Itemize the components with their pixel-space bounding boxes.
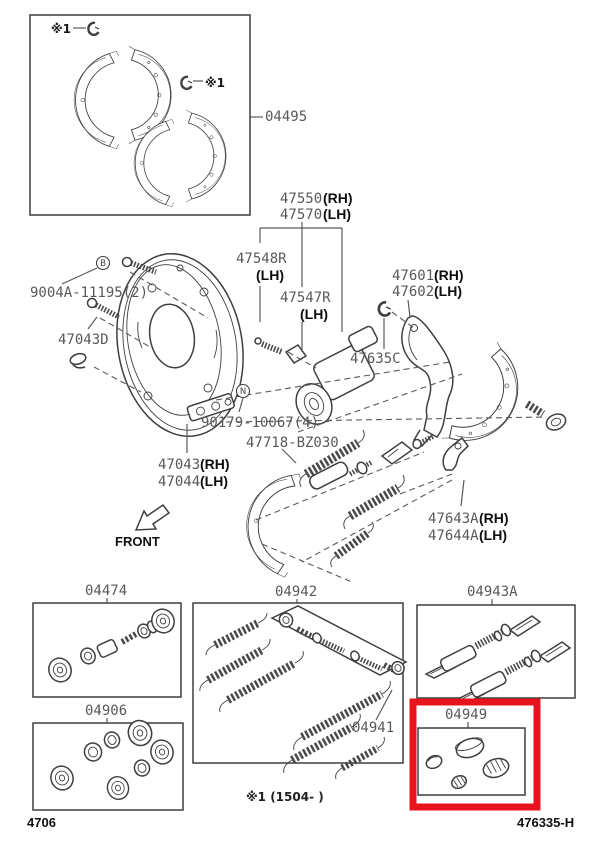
ref-mark-1b: ※1 <box>205 76 225 90</box>
callout-47602[interactable]: 47602 <box>392 284 434 300</box>
callout-47643A-side: (RH) <box>479 510 509 526</box>
callout-47547R[interactable]: 47547R <box>280 290 331 306</box>
assembly-guide-lines <box>93 271 547 583</box>
callout-47570-side: (LH) <box>323 206 351 222</box>
callout-47043[interactable]: 47043 <box>158 457 200 473</box>
adjuster-strut-drawing <box>299 400 567 568</box>
callout-04495[interactable]: 04495 <box>265 109 307 125</box>
left-shoe-drawing <box>239 467 302 579</box>
callout-04949[interactable]: 04949 <box>445 707 487 723</box>
callout-47043D[interactable]: 47043D <box>58 332 109 348</box>
callout-47644A[interactable]: 47644A <box>428 528 479 544</box>
shoe-clip-icon <box>87 21 101 37</box>
brake-shoe-kit-box <box>29 14 263 216</box>
highlight-box-04949 <box>409 698 541 811</box>
callout-47043-side: (RH) <box>200 456 230 472</box>
callout-04943A[interactable]: 04943A <box>467 584 518 600</box>
callout-47548R[interactable]: 47548R <box>236 251 287 267</box>
callout-04941[interactable]: 04941 <box>352 720 394 736</box>
backing-plate-drawing <box>116 253 244 437</box>
kit-box-04906 <box>32 716 184 811</box>
callout-90179-10067[interactable]: 90179-10067(4) <box>201 415 319 431</box>
parking-lever-drawing <box>401 315 454 448</box>
callout-47550[interactable]: 47550 <box>280 191 322 207</box>
mounting-bolts-drawing <box>69 256 157 369</box>
marker-b-circle <box>95 255 111 271</box>
front-direction-arrow-icon <box>134 503 171 531</box>
callout-47718-BZ030[interactable]: 47718-BZ030 <box>246 435 339 451</box>
callout-47547R-side: (LH) <box>300 306 328 322</box>
page-code-left: 4706 <box>27 815 56 830</box>
marker-n-circle <box>235 383 251 399</box>
callout-04474[interactable]: 04474 <box>85 583 127 599</box>
kit-box-04474 <box>32 602 182 698</box>
kit-box-04949 <box>417 727 526 796</box>
callout-47601-side: (RH) <box>434 267 464 283</box>
e-clip-47635C-icon <box>377 301 392 317</box>
callout-leader-lines <box>61 222 493 728</box>
callout-47548R-side: (LH) <box>256 267 284 283</box>
callout-47635C[interactable]: 47635C <box>350 351 401 367</box>
callout-47644A-side: (LH) <box>479 527 507 543</box>
callout-9004A-11195[interactable]: 9004A-11195(2) <box>30 285 148 301</box>
marker-b: B <box>100 259 106 269</box>
front-label: FRONT <box>115 534 160 549</box>
wheel-cylinder-drawing <box>254 325 379 425</box>
callout-04906[interactable]: 04906 <box>85 703 127 719</box>
callout-47044[interactable]: 47044 <box>158 474 200 490</box>
callout-47570[interactable]: 47570 <box>280 207 322 223</box>
figure-code-right: 476335-H <box>517 815 574 830</box>
callout-47550-side: (RH) <box>323 190 353 206</box>
kit-box-04942 <box>192 602 408 780</box>
callout-47643A[interactable]: 47643A <box>428 511 479 527</box>
marker-n: N <box>240 387 246 397</box>
callout-47602-side: (LH) <box>434 283 462 299</box>
kit-box-04943A <box>416 604 576 704</box>
callout-47044-side: (LH) <box>200 473 228 489</box>
callout-04942[interactable]: 04942 <box>275 584 317 600</box>
shoe-clip-icon <box>180 75 194 91</box>
callout-47601[interactable]: 47601 <box>392 268 434 284</box>
applicability-note: ※1 (1504- ) <box>246 790 324 804</box>
ref-mark-1a: ※1 <box>51 22 71 36</box>
